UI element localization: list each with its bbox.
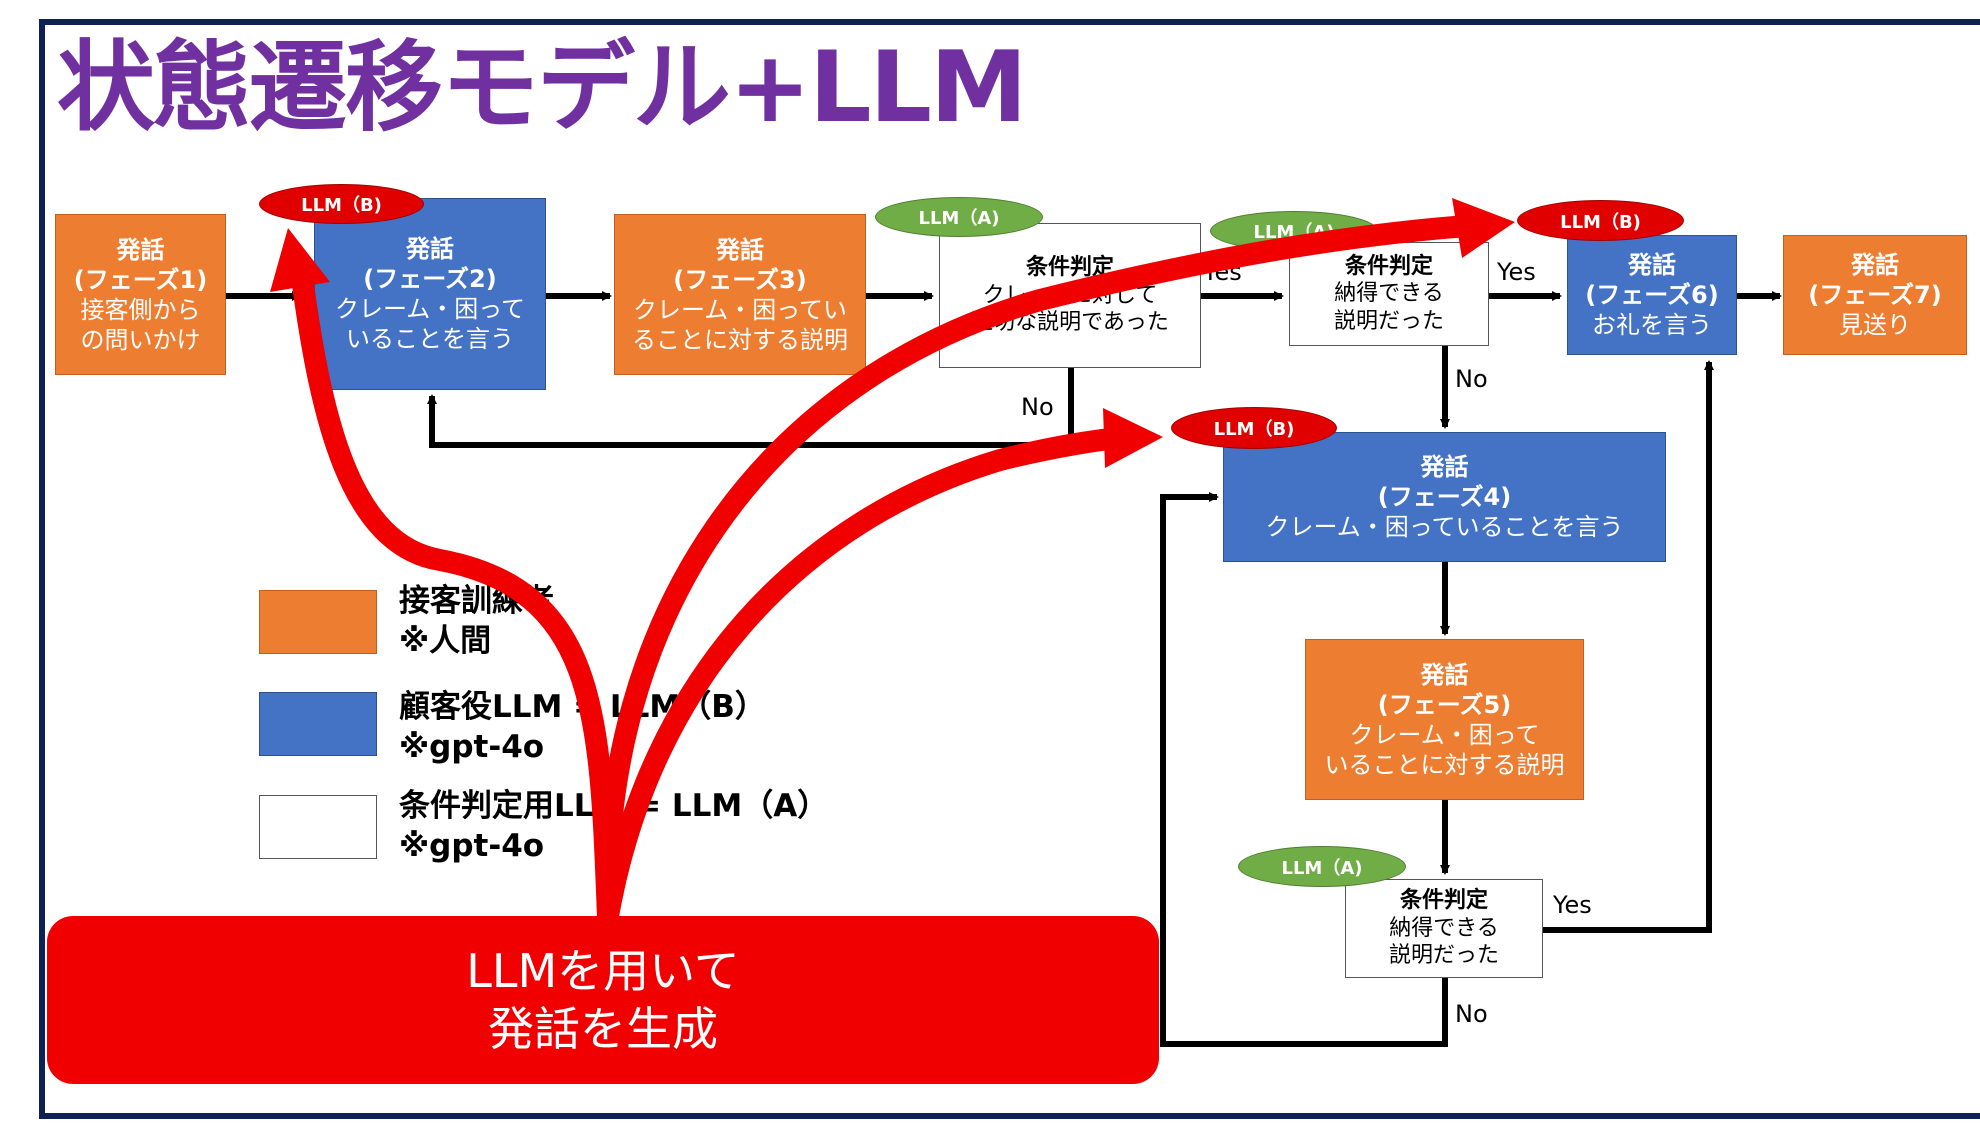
- slide-frame: [39, 19, 1980, 1119]
- node-phase4-phase: (フェーズ4): [1377, 483, 1512, 511]
- callout-arrowhead-phase2: [270, 228, 330, 292]
- node-phase1-text2: の問いかけ: [80, 325, 201, 354]
- callout-arrow-to-phase2: [289, 251, 619, 927]
- callout-llm-generation: LLMを用いて 発話を生成: [47, 916, 1159, 1084]
- node-cond2-head: 条件判定: [1344, 253, 1433, 279]
- node-phase4-head: 発話: [1420, 453, 1469, 481]
- node-cond2: 条件判定 納得できる 説明だった: [1289, 242, 1489, 346]
- node-cond2-text2: 説明だった: [1333, 308, 1444, 334]
- node-phase4: 発話 (フェーズ4) クレーム・困っていることを言う: [1223, 432, 1666, 562]
- node-cond3-text2: 説明だった: [1388, 943, 1499, 969]
- node-phase5-head: 発話: [1420, 660, 1469, 689]
- node-phase7-phase: (フェーズ7): [1808, 281, 1942, 309]
- node-phase1-text1: 接客側から: [80, 295, 201, 324]
- node-phase2: 発話 (フェーズ2) クレーム・困って いることを言う: [314, 198, 546, 390]
- node-phase1: 発話 (フェーズ1) 接客側から の問いかけ: [55, 214, 226, 375]
- slide-title: 状態遷移モデル+LLM: [57, 31, 1028, 145]
- callout-arrow-to-phase4: [597, 426, 1136, 927]
- callout-arrowhead-phase6: [1452, 198, 1515, 258]
- callout-line1: LLMを用いて: [466, 944, 740, 998]
- node-cond3-text1: 納得できる: [1389, 915, 1499, 941]
- node-phase5-text1: クレーム・困って: [1349, 720, 1540, 749]
- node-phase6-head: 発話: [1628, 251, 1676, 279]
- node-cond3-head: 条件判定: [1399, 888, 1488, 914]
- node-cond2-text1: 納得できる: [1334, 281, 1444, 307]
- callout-line2: 発話を生成: [488, 1002, 718, 1056]
- node-phase1-head: 発話: [116, 235, 165, 264]
- legend-swatch-judge-llm: [259, 795, 377, 859]
- node-phase2-text2: いることを言う: [346, 325, 514, 353]
- llm-a-tag-cond1: LLM（A): [875, 197, 1043, 237]
- node-phase2-text1: クレーム・困って: [334, 295, 526, 323]
- legend-swatch-human: [259, 590, 377, 654]
- node-phase3-head: 発話: [716, 235, 764, 264]
- node-phase7-head: 発話: [1851, 251, 1899, 279]
- node-phase3: 発話 (フェーズ3) クレーム・困ってい ることに対する説明: [614, 214, 866, 375]
- callout-arrow-to-phase6: [596, 214, 1491, 927]
- legend-customer-line2: ※gpt-4o: [399, 729, 545, 765]
- llm-b-tag-phase4: LLM（B): [1171, 407, 1337, 449]
- legend-judge-line2: ※gpt-4o: [399, 828, 545, 864]
- callout-arrowhead-phase4: [1103, 408, 1163, 468]
- node-phase7-text1: 見送り: [1839, 311, 1911, 339]
- node-phase1-phase: (フェーズ1): [73, 265, 208, 294]
- legend-swatch-customer-llm: [259, 692, 377, 756]
- node-phase5-text2: いることに対する説明: [1324, 750, 1565, 779]
- llm-a-tag-cond3: LLM（A): [1238, 846, 1406, 887]
- edge-label-no-c2: No: [1455, 365, 1488, 393]
- node-phase4-text1: クレーム・困っていることを言う: [1265, 513, 1624, 541]
- node-phase3-text2: ることに対する説明: [632, 325, 848, 354]
- llm-b-tag-phase2: LLM（B): [259, 184, 424, 224]
- node-cond3: 条件判定 納得できる 説明だった: [1345, 879, 1543, 978]
- node-phase7: 発話 (フェーズ7) 見送り: [1783, 235, 1967, 355]
- node-phase6-text1: お礼を言う: [1592, 311, 1712, 339]
- edge-c3-p4-no: [1160, 492, 1448, 1047]
- node-phase5-phase: (フェーズ5): [1377, 690, 1512, 719]
- edge-label-no-c1: No: [1021, 393, 1054, 421]
- node-phase3-phase: (フェーズ3): [673, 265, 807, 294]
- edge-label-yes-c3: Yes: [1553, 891, 1592, 919]
- legend-human-line2: ※人間: [399, 623, 492, 659]
- edge-label-no-c3: No: [1455, 1000, 1488, 1028]
- node-phase2-head: 発話: [406, 235, 454, 263]
- llm-b-tag-phase6: LLM（B): [1517, 200, 1684, 241]
- node-phase3-text1: クレーム・困ってい: [632, 295, 848, 324]
- node-phase5: 発話 (フェーズ5) クレーム・困って いることに対する説明: [1305, 639, 1584, 800]
- node-phase2-phase: (フェーズ2): [363, 265, 497, 293]
- edge-c3-p6-yes: [1543, 360, 1714, 933]
- edge-label-yes-c2: Yes: [1497, 258, 1536, 286]
- node-phase6-phase: (フェーズ6): [1585, 281, 1719, 309]
- edge-c1-p2-no: [427, 368, 1074, 448]
